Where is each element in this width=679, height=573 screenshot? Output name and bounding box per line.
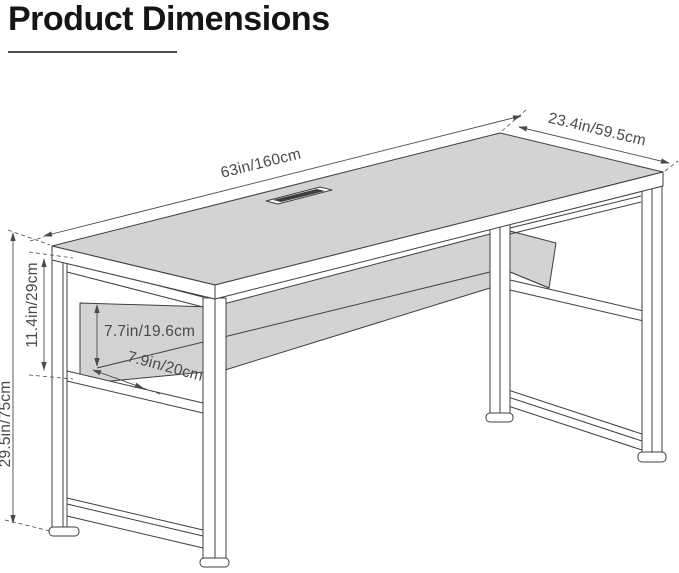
page-title: Product Dimensions: [8, 0, 330, 38]
right-bottom-rail-edge: [507, 396, 649, 444]
dimension-shelf-depth-arrow: [92, 369, 144, 389]
back-brace-line: [509, 195, 642, 229]
shelf-front-edge-line: [96, 271, 491, 369]
dimension-shelf-clearance: 7.7in/19.6cm: [94, 304, 195, 367]
dimension-height-ext-top: [7, 229, 51, 246]
back-brace-line2: [509, 201, 642, 235]
dimension-shelf-depth-ext: [142, 387, 161, 395]
dimension-desktop-to-shelf-ext-bottom: [28, 374, 74, 380]
left-bottom-rail-edge: [66, 503, 204, 537]
dimension-width-label: 63in/160cm: [219, 145, 303, 181]
dimension-width-ext-left: [29, 236, 45, 242]
dimension-width-arrow: [43, 115, 522, 237]
right-bottom-rail: [507, 389, 649, 453]
dimension-height: 29.5in/75cm: [0, 229, 51, 532]
left-bottom-rail: [66, 497, 204, 549]
dimension-depth-label: 23.4in/59.5cm: [546, 110, 647, 150]
dimension-desktop-to-shelf: 11.4in/29cm: [24, 251, 74, 380]
right-mid-rail: [509, 279, 649, 323]
front-right-foot: [637, 451, 667, 463]
dimension-height-ext-bottom: [4, 519, 51, 532]
rear-left-leg: [51, 258, 68, 528]
title-underline: [8, 51, 177, 53]
front-left-foot: [199, 557, 230, 568]
dimension-height-label: 29.5in/75cm: [0, 381, 14, 468]
dimension-desktop-to-shelf-ext-top: [28, 251, 74, 259]
rear-right-foot: [485, 412, 514, 423]
dimension-width-ext-right: [501, 109, 527, 132]
dimension-desktop-to-shelf-label: 11.4in/29cm: [24, 262, 41, 348]
rear-left-foot: [48, 526, 80, 537]
dimension-depth-arrow: [518, 126, 670, 164]
dimension-depth-ext-right: [664, 160, 679, 172]
dimension-shelf-clearance-label: 7.7in/19.6cm: [104, 323, 195, 340]
